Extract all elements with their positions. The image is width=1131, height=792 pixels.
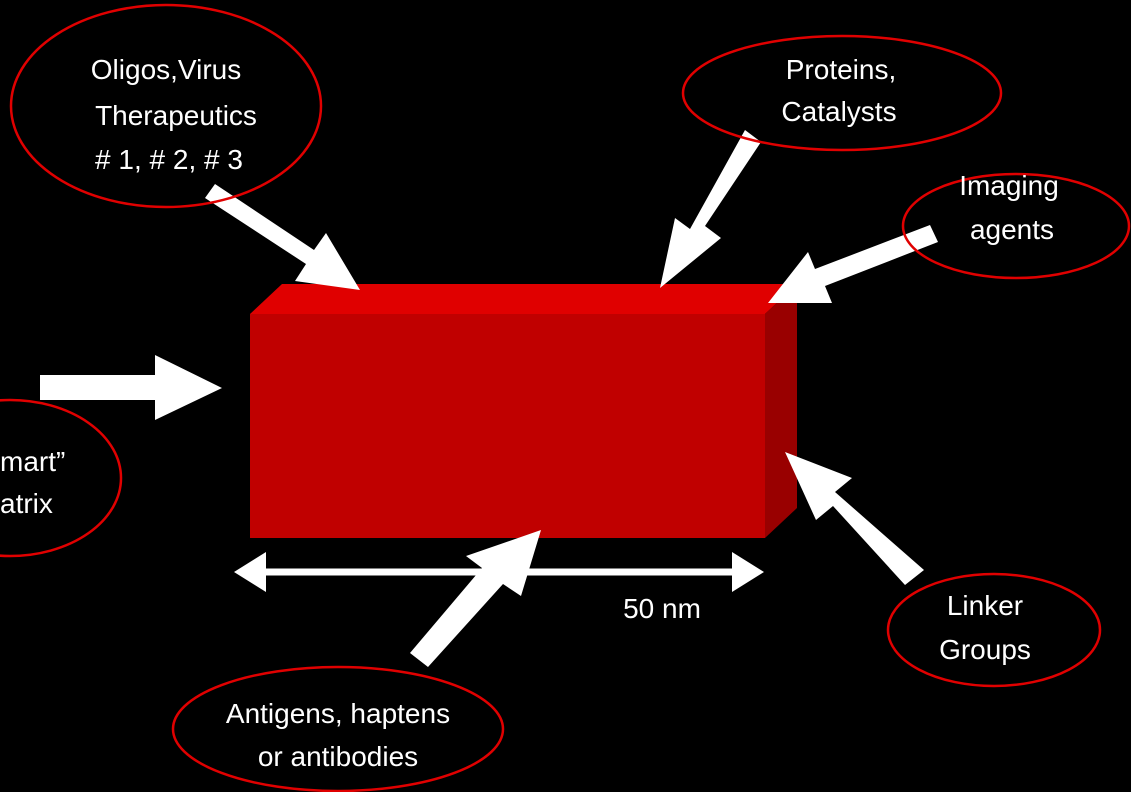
callout-antigens-line-2: or antibodies [258,741,418,772]
box-front-face [250,314,765,538]
arrow-oligos [205,184,360,290]
callout-linker-line-2: Groups [939,634,1031,665]
scale-label: 50 nm [623,593,701,624]
callout-oligos-line-2: Therapeutics [95,100,257,131]
callout-linker: Linker Groups [888,574,1100,686]
callout-smart-matrix: mart” atrix [0,400,121,556]
callout-imaging-line-2: agents [970,214,1054,245]
callout-smart-matrix-ellipse [0,400,121,556]
scale-arrowhead-left [234,552,266,592]
callout-oligos-line-1: Oligos,Virus [91,54,241,85]
callout-imaging-line-1: Imaging [959,170,1059,201]
callout-linker-line-1: Linker [947,590,1023,621]
callout-oligos: Oligos,Virus Therapeutics # 1, # 2, # 3 [11,5,321,207]
callout-antigens-line-1: Antigens, haptens [226,698,450,729]
nanoparticle-box [250,284,797,538]
callout-proteins-line-2: Catalysts [781,96,896,127]
callout-proteins: Proteins, Catalysts [683,36,1001,150]
arrow-proteins [660,130,761,288]
callout-proteins-line-1: Proteins, [786,54,897,85]
callout-antigens-ellipse [173,667,503,791]
arrow-antigens [410,530,541,667]
callout-smart-matrix-line-2: atrix [0,488,53,519]
arrow-linker [785,452,924,585]
callout-smart-matrix-line-1: mart” [0,446,65,477]
box-top-face [250,284,797,314]
box-side-face [765,284,797,538]
arrow-imaging [768,225,938,303]
callout-imaging: Imaging agents [903,170,1129,278]
scale-arrowhead-right [732,552,764,592]
callout-oligos-line-3: # 1, # 2, # 3 [95,144,243,175]
callout-antigens: Antigens, haptens or antibodies [173,667,503,791]
